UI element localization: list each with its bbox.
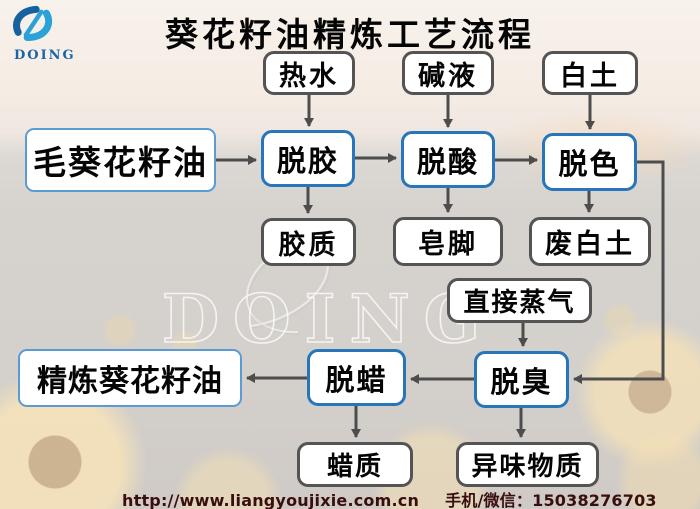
node-alkali: 碱液 xyxy=(402,51,494,95)
company-logo: DOING xyxy=(8,4,108,63)
node-dewaxing: 脱蜡 xyxy=(307,349,406,406)
contact-phone: 手机/微信：15038276703 xyxy=(445,491,657,509)
node-odor-substances: 异味物质 xyxy=(456,442,599,487)
website-url: http://www.liangyoujixie.com.cn xyxy=(122,491,420,509)
node-gum: 胶质 xyxy=(261,218,356,266)
node-deacidification: 脱酸 xyxy=(401,131,495,188)
node-clay: 白土 xyxy=(542,51,638,95)
node-direct-steam: 直接蒸气 xyxy=(447,278,592,323)
node-waste-clay: 废白土 xyxy=(529,217,651,266)
node-crude-oil: 毛葵花籽油 xyxy=(25,128,216,192)
node-wax: 蜡质 xyxy=(297,442,413,487)
logo-swirl-icon xyxy=(13,5,53,42)
edge-decolorization-deodorization xyxy=(573,160,665,384)
node-hot-water: 热水 xyxy=(263,51,355,95)
watermark-text: DOING xyxy=(162,280,494,358)
node-soapstock: 皂脚 xyxy=(393,217,503,266)
node-refined-oil: 精炼葵花籽油 xyxy=(18,349,242,407)
logo-text: DOING xyxy=(14,48,76,63)
page-title: 葵花籽油精炼工艺流程 xyxy=(165,15,535,54)
node-decolorization: 脱色 xyxy=(542,133,637,191)
node-degumming: 脱胶 xyxy=(261,130,355,187)
footer-contact: http://www.liangyoujixie.com.cn 手机/微信：150… xyxy=(122,487,657,509)
node-deodorization: 脱臭 xyxy=(474,351,569,408)
